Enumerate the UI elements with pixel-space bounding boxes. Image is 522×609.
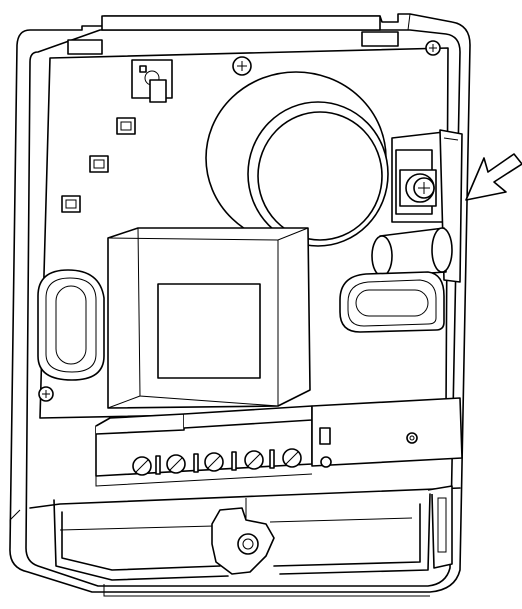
mounting-screw-icon <box>38 386 54 402</box>
terminal-screw-icon <box>282 448 302 468</box>
led <box>61 195 81 213</box>
roller <box>371 227 453 277</box>
mounting-screw-icon <box>232 56 252 76</box>
transformer <box>107 227 311 409</box>
indicator-hole <box>320 456 332 468</box>
terminal-block <box>95 397 463 487</box>
top-clip-left <box>67 39 103 55</box>
adjust-hole <box>406 432 418 444</box>
top-clip-right <box>361 31 399 47</box>
mounting-screw-icon <box>425 40 441 56</box>
sounder-cylinder <box>205 71 389 247</box>
top-clip-bar <box>101 15 381 31</box>
mounting-slot-right <box>339 271 445 333</box>
terminal-separators <box>155 449 275 475</box>
test-button <box>131 59 173 103</box>
cable-compartment <box>29 485 461 597</box>
mounting-slot-left <box>37 269 105 381</box>
housing <box>9 13 471 593</box>
switch-slot <box>319 427 331 445</box>
pointer-arrow-icon <box>465 153 522 201</box>
terminal-screw-icon <box>132 456 152 476</box>
terminal-screw-icon <box>204 452 224 472</box>
led <box>89 155 109 173</box>
indicator-leds <box>61 117 136 213</box>
adjustment-screw <box>391 129 463 283</box>
terminal-screw-icon <box>166 454 186 474</box>
terminal-screw-icon <box>244 450 264 470</box>
led <box>116 117 136 135</box>
